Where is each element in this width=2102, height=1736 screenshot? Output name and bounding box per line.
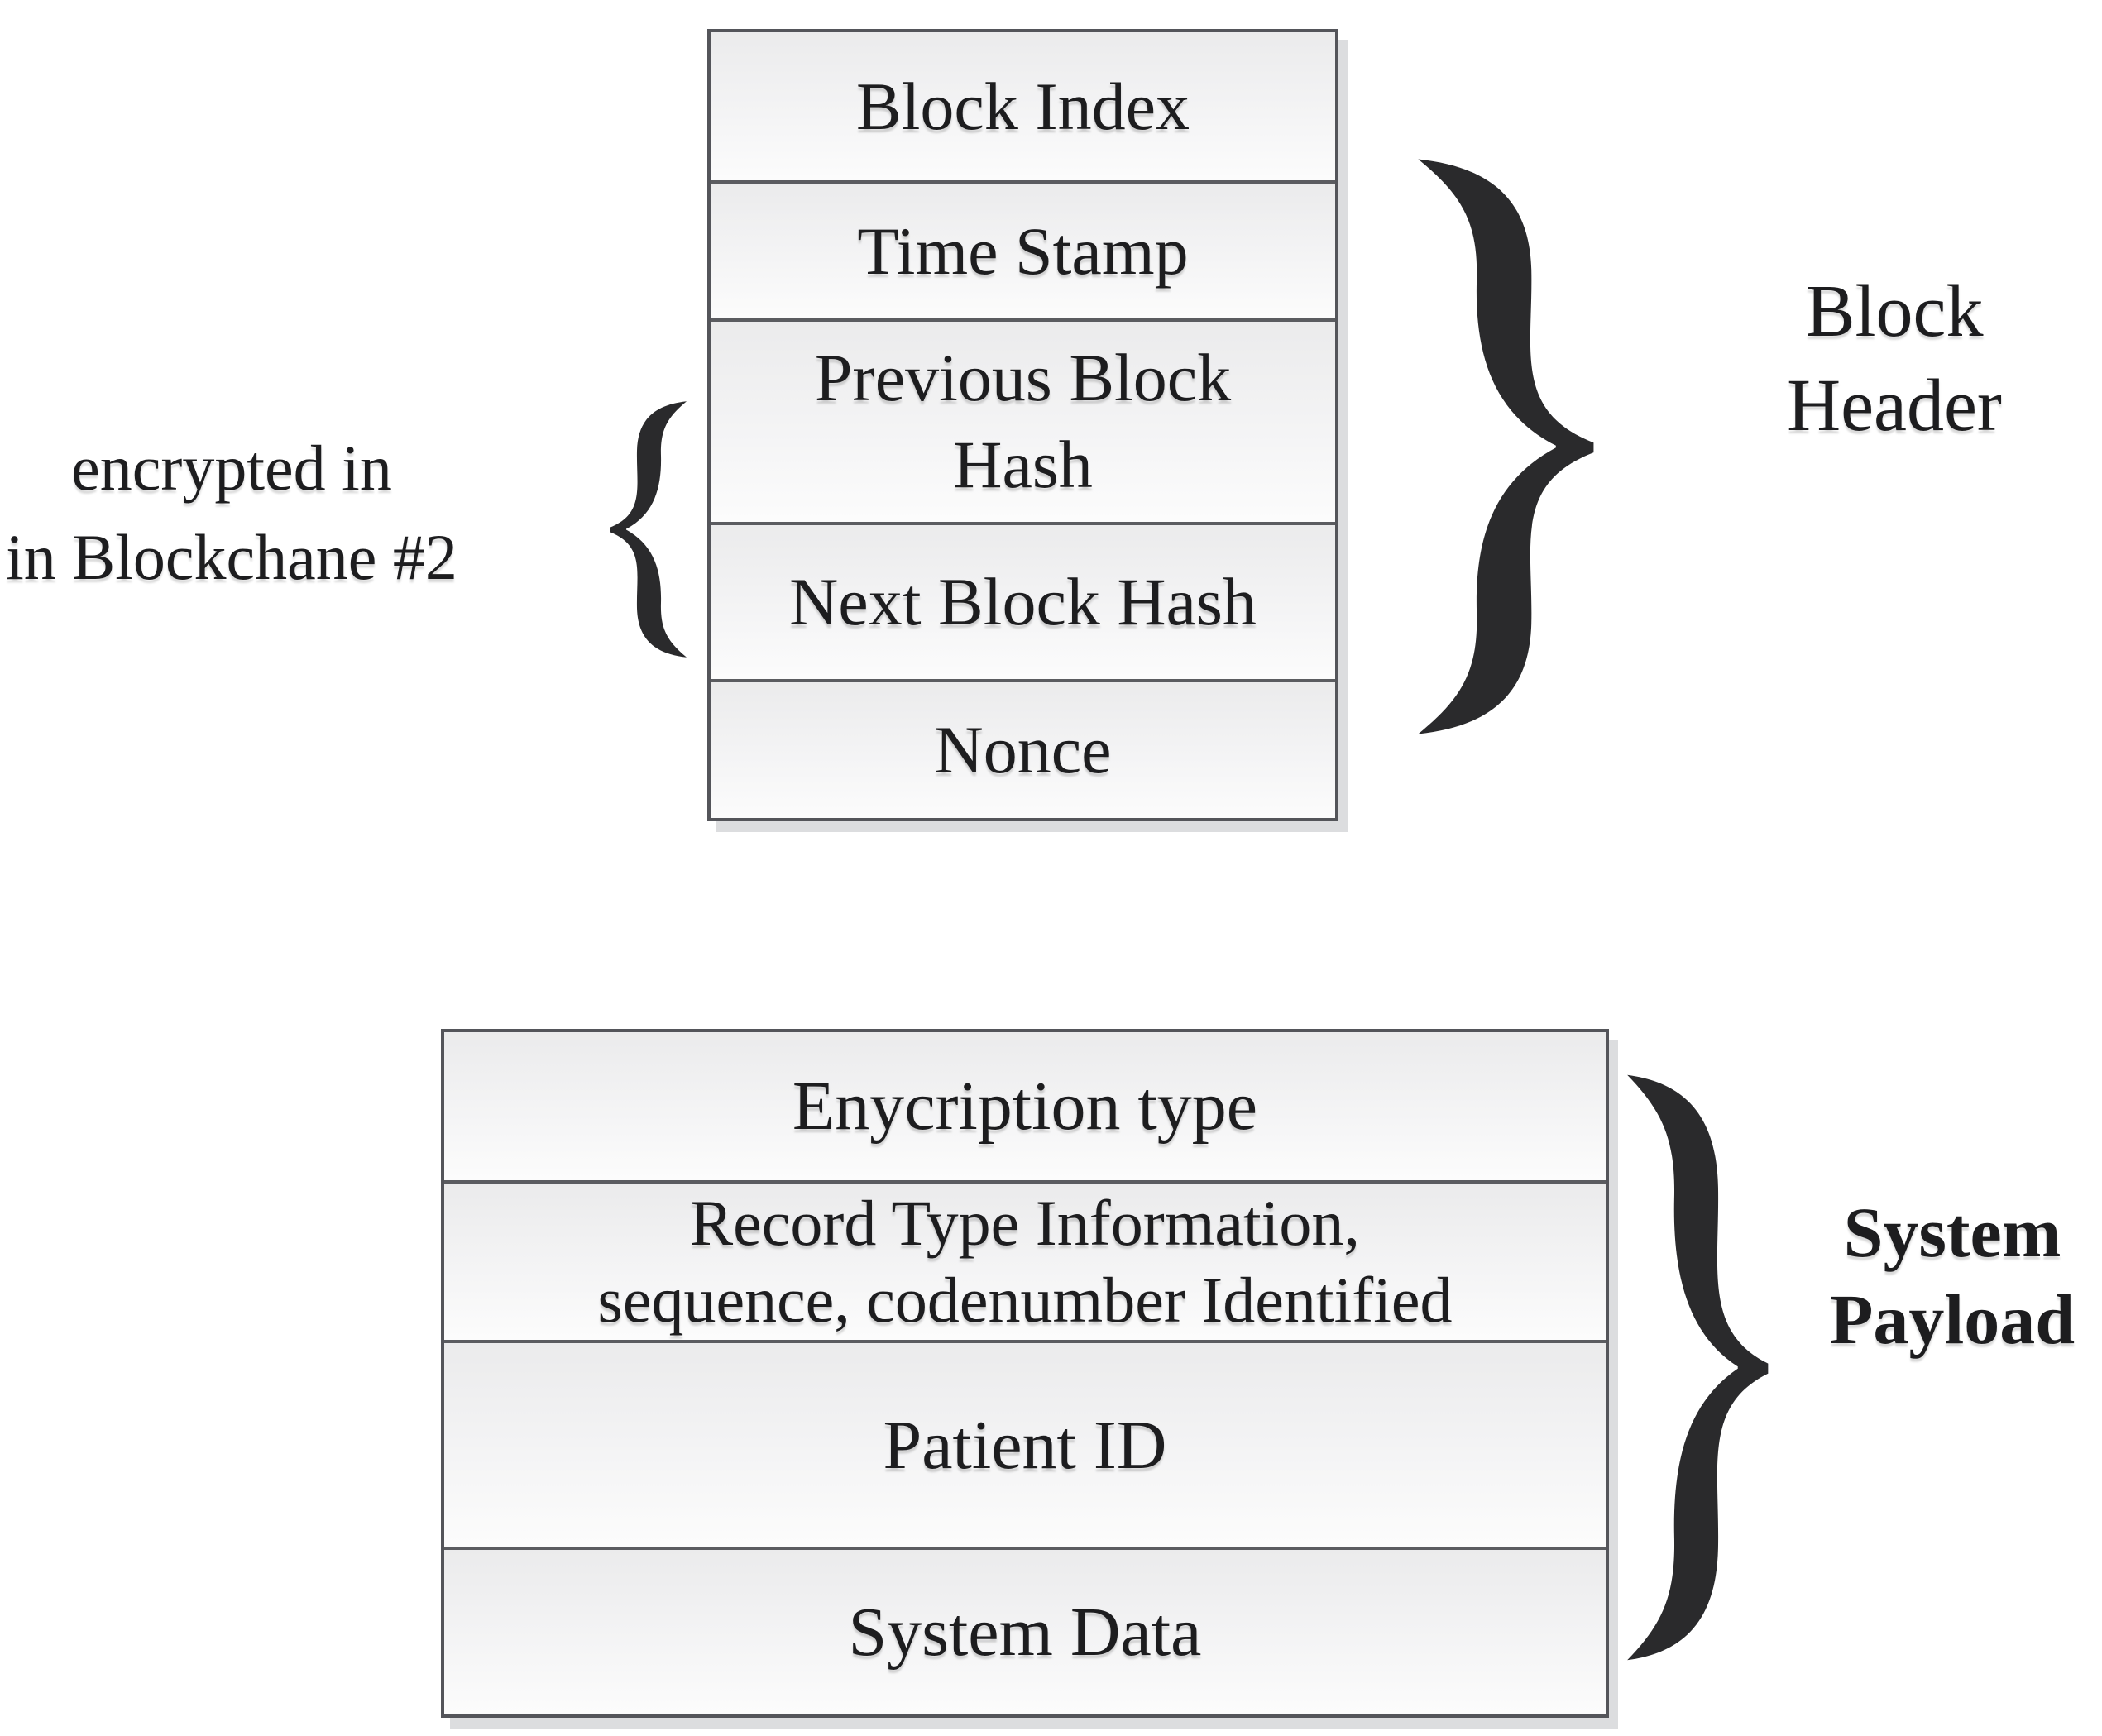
encryption-type-label: Enycription type — [792, 1068, 1258, 1145]
time-stamp-label: Time Stamp — [857, 213, 1189, 289]
table-row-encryption-type: Enycription type — [444, 1032, 1606, 1184]
table-row-block-index: Block Index — [711, 32, 1335, 184]
next-block-hash-label: Next Block Hash — [789, 564, 1257, 639]
table-row-next-block-hash: Next Block Hash — [711, 525, 1335, 682]
system-payload-label: System Payload — [1829, 1193, 2076, 1359]
table-row-patient-id: Patient ID — [444, 1343, 1606, 1550]
table-row-previous-block-hash: Previous Block Hash — [711, 322, 1335, 525]
table-row-time-stamp: Time Stamp — [711, 184, 1335, 322]
record-type-information-label: Record Type Information, sequence, coden… — [597, 1187, 1453, 1336]
system-data-label: System Data — [848, 1594, 1202, 1671]
encrypted-note-label: encrypted in in Blockchane #2 — [6, 432, 457, 593]
nonce-label: Nonce — [934, 712, 1112, 787]
table-row-record-type-information: Record Type Information, sequence, coden… — [444, 1184, 1606, 1343]
table-row-system-data: System Data — [444, 1550, 1606, 1714]
block-header-table: Block Index Time Stamp Previous Block Ha… — [707, 29, 1338, 821]
system-payload-table: Enycription type Record Type Information… — [441, 1029, 1609, 1718]
left-curly-brace-icon — [608, 398, 691, 661]
table-row-nonce: Nonce — [711, 682, 1335, 818]
previous-block-hash-label: Previous Block Hash — [814, 340, 1232, 502]
block-index-label: Block Index — [855, 68, 1190, 144]
system-payload-curly-brace-icon — [1620, 1067, 1771, 1668]
patient-id-label: Patient ID — [883, 1406, 1167, 1484]
block-header-curly-brace-icon — [1409, 151, 1597, 742]
block-header-label: Block Header — [1787, 270, 2002, 447]
